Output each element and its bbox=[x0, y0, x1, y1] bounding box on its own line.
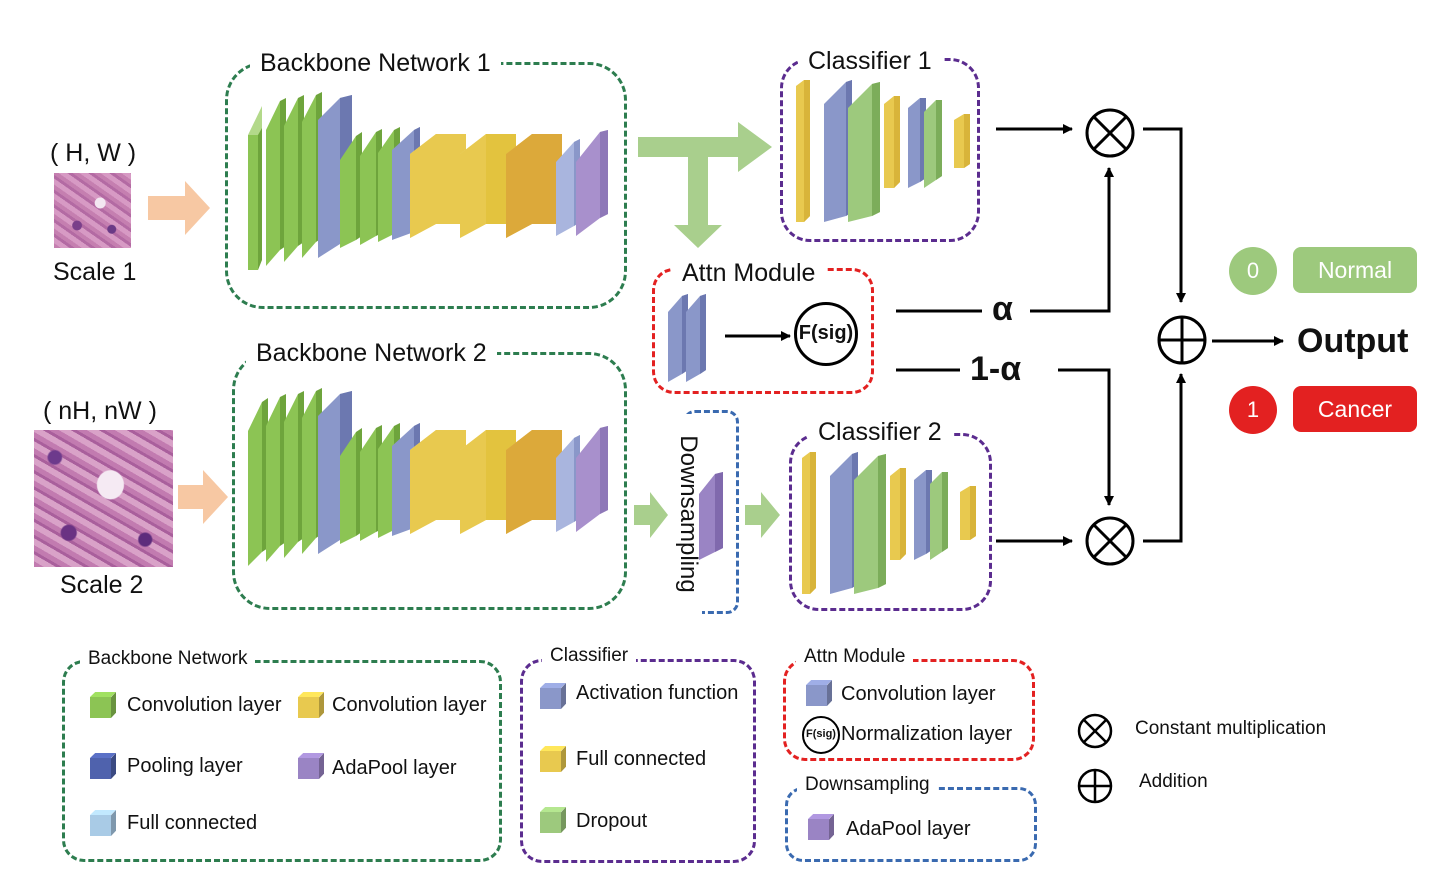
conv-layer-green bbox=[266, 394, 286, 562]
dropout-green bbox=[930, 472, 948, 560]
classifier-2-layers bbox=[802, 452, 976, 594]
backbone-2-layers bbox=[248, 388, 608, 566]
legend-pooling-label: Pooling layer bbox=[127, 755, 243, 777]
full-connected-yellow bbox=[802, 452, 816, 594]
input-label-2: Scale 2 bbox=[60, 571, 144, 599]
legend-activation-label: Activation function bbox=[576, 682, 739, 704]
conv-layer-yellow bbox=[506, 134, 562, 238]
legend-attn-title: Attn Module bbox=[796, 646, 914, 668]
conv-layer-yellow bbox=[506, 430, 562, 534]
plus-circle-icon bbox=[1157, 315, 1207, 365]
multiply-circle-icon bbox=[1085, 516, 1135, 566]
dropout-green bbox=[848, 82, 880, 222]
legend-cube-light-green bbox=[540, 807, 566, 833]
conv-layer-green bbox=[248, 106, 262, 270]
full-connected-yellow bbox=[960, 486, 976, 540]
backbone-network-1-title: Backbone Network 1 bbox=[250, 49, 501, 77]
legend-sigmoid-circle bbox=[802, 716, 840, 754]
legend-classifier-box bbox=[520, 659, 756, 863]
input-label-1: Scale 1 bbox=[53, 258, 137, 286]
legend-cube-dark-blue bbox=[90, 753, 116, 779]
legend-conv-yellow-label: Convolution layer bbox=[332, 694, 487, 716]
one-minus-alpha-label: 1-α bbox=[970, 350, 1022, 388]
input-dims-2: ( nH, nW ) bbox=[43, 397, 157, 425]
legend-full-connected-label: Full connected bbox=[127, 812, 258, 834]
plus-circle-icon bbox=[1077, 768, 1113, 804]
legend-cube-green bbox=[90, 692, 116, 718]
legend-sigmoid-label: F(sig) bbox=[806, 728, 836, 740]
output-label: Output bbox=[1297, 322, 1409, 360]
legend-multiplication-label: Constant multiplication bbox=[1135, 718, 1327, 739]
backbone-1-layers bbox=[248, 92, 608, 270]
dropout-green bbox=[854, 454, 886, 594]
multiply-circle-icon bbox=[1085, 108, 1135, 158]
class-0-label: Normal bbox=[1293, 247, 1417, 293]
conv-layer-yellow bbox=[410, 134, 466, 238]
legend-downsampling-title: Downsampling bbox=[797, 774, 938, 796]
activation-function-blue bbox=[908, 98, 926, 188]
activation-function-blue bbox=[830, 452, 858, 594]
dropout-green bbox=[924, 100, 942, 188]
legend-cube-blue-gray bbox=[806, 680, 832, 706]
classifier-1-title: Classifier 1 bbox=[798, 47, 942, 75]
adapool-layer-purple bbox=[576, 130, 608, 236]
class-1-badge: 1 bbox=[1229, 386, 1277, 434]
backbone2-to-downsampling-arrow bbox=[634, 492, 668, 538]
legend-cube-yellow bbox=[298, 692, 324, 718]
activation-function-blue bbox=[914, 470, 932, 560]
class-0-badge: 0 bbox=[1229, 247, 1277, 295]
backbone-network-2-title: Backbone Network 2 bbox=[246, 339, 497, 367]
attn-conv-layers bbox=[668, 294, 706, 382]
legend-backbone-title: Backbone Network bbox=[80, 648, 256, 670]
multiply-circle-icon bbox=[1077, 713, 1113, 749]
conv-layer-yellow bbox=[410, 430, 466, 534]
legend-cube-blue-gray bbox=[540, 683, 566, 709]
legend-cube-yellow bbox=[540, 746, 566, 772]
downsampling-adapool-layer bbox=[699, 472, 723, 560]
input-dims-1: ( H, W ) bbox=[50, 139, 137, 167]
full-connected-yellow bbox=[884, 96, 900, 188]
legend-cube-purple bbox=[298, 753, 324, 779]
sigmoid-circle bbox=[794, 302, 858, 366]
class-1-label: Cancer bbox=[1293, 386, 1417, 432]
legend-cube-light-blue bbox=[90, 810, 116, 836]
classifier-1-layers bbox=[796, 80, 970, 222]
conv-layer-green bbox=[266, 98, 286, 266]
histology-image-scale-2 bbox=[34, 430, 173, 567]
histology-image-scale-1 bbox=[54, 173, 131, 248]
legend-addition-label: Addition bbox=[1139, 771, 1208, 792]
attn-module-title: Attn Module bbox=[672, 259, 826, 287]
conv-layer-green bbox=[284, 391, 304, 558]
legend-dropout-label: Dropout bbox=[576, 810, 648, 832]
conv-layer-green bbox=[284, 95, 304, 262]
legend-normalization-label: Normalization layer bbox=[841, 723, 1013, 745]
legend-classifier-title: Classifier bbox=[542, 645, 637, 667]
legend-conv-green-label: Convolution layer bbox=[127, 694, 282, 716]
legend-downsampling-adapool-label: AdaPool layer bbox=[846, 818, 971, 840]
downsampling-to-classifier2-arrow bbox=[745, 492, 780, 538]
legend-fc-label: Full connected bbox=[576, 748, 707, 770]
full-connected-yellow bbox=[796, 80, 810, 222]
conv-layer-green bbox=[248, 398, 268, 566]
legend-adapool-label: AdaPool layer bbox=[332, 757, 457, 779]
legend-backbone-box bbox=[62, 660, 502, 862]
conv-layer-yellow bbox=[460, 430, 516, 534]
adapool-layer-purple bbox=[576, 426, 608, 532]
alpha-label: α bbox=[992, 290, 1013, 328]
input-arrow-1 bbox=[148, 181, 210, 235]
classifier-2-title: Classifier 2 bbox=[808, 418, 952, 446]
conv-layer-yellow bbox=[460, 134, 516, 238]
input-arrow-2 bbox=[178, 470, 228, 524]
legend-cube-purple bbox=[808, 814, 834, 840]
full-connected-yellow bbox=[954, 114, 970, 168]
backbone1-to-attn-arrow bbox=[674, 150, 722, 248]
legend-attn-conv-label: Convolution layer bbox=[841, 683, 996, 705]
backbone1-to-classifier1-arrow bbox=[638, 122, 772, 172]
sigmoid-label: F(sig) bbox=[798, 322, 854, 344]
activation-function-blue bbox=[824, 80, 852, 222]
full-connected-yellow bbox=[890, 468, 906, 560]
